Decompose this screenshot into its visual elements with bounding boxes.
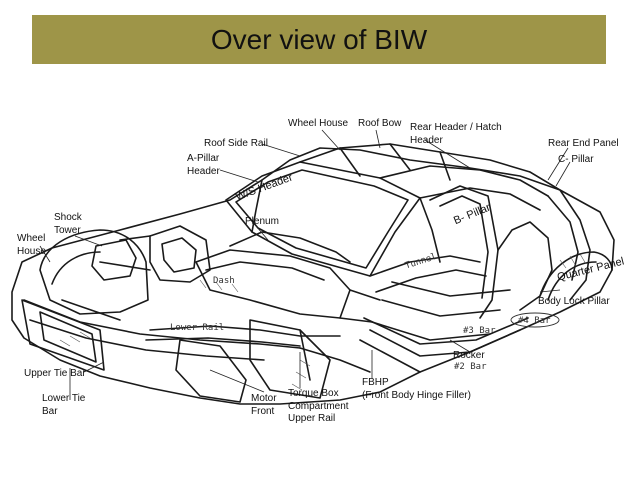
label-shock-tower: Shock Tower [54, 212, 82, 236]
label-rocker: Rocker [453, 350, 485, 361]
label-plenum: Plenum [245, 216, 279, 227]
label-bar-3: #3 Bar [463, 326, 496, 336]
label-lower-rail: Lower Rail [170, 323, 225, 333]
label-roof-side-rail: Roof Side Rail [204, 138, 268, 149]
label-motor-front: Motor Front [251, 393, 277, 417]
slide-title: Over view of BIW [210, 23, 428, 55]
label-wheel-house-top: Wheel House [288, 118, 349, 129]
leader-lines [39, 129, 571, 400]
car-body-outline [11, 143, 615, 405]
label-rear-end-panel: Rear End Panel [548, 138, 619, 149]
bar-4-outline [510, 312, 560, 328]
label-upper-tie-bar: Upper Tie Bar [24, 368, 86, 379]
label-rear-header-hatch: Rear Header / Hatch Header [410, 122, 502, 146]
label-bar-2: #2 Bar [454, 362, 487, 372]
label-a-pillar-header: A-Pillar Header [187, 153, 220, 177]
label-bar-4: #4 Bar [518, 316, 551, 326]
label-roof-bow: Roof Bow [358, 118, 402, 129]
label-body-lock-pillar: Body Lock Pillar [538, 296, 610, 307]
label-wheel-house-left: Wheel House [17, 233, 46, 257]
label-c-pillar: C- Pillar [558, 154, 594, 165]
label-lower-tie-bar: Lower Tie Bar [42, 393, 86, 417]
label-torque-box: Torque Box Compartment Upper Rail [288, 388, 349, 424]
shading-hatch [59, 253, 587, 391]
title-bar: Over view of BIW [32, 15, 606, 64]
label-fbhp: FBHP (Front Body Hinge Filler) [362, 377, 471, 401]
label-dash: Dash [213, 276, 235, 286]
